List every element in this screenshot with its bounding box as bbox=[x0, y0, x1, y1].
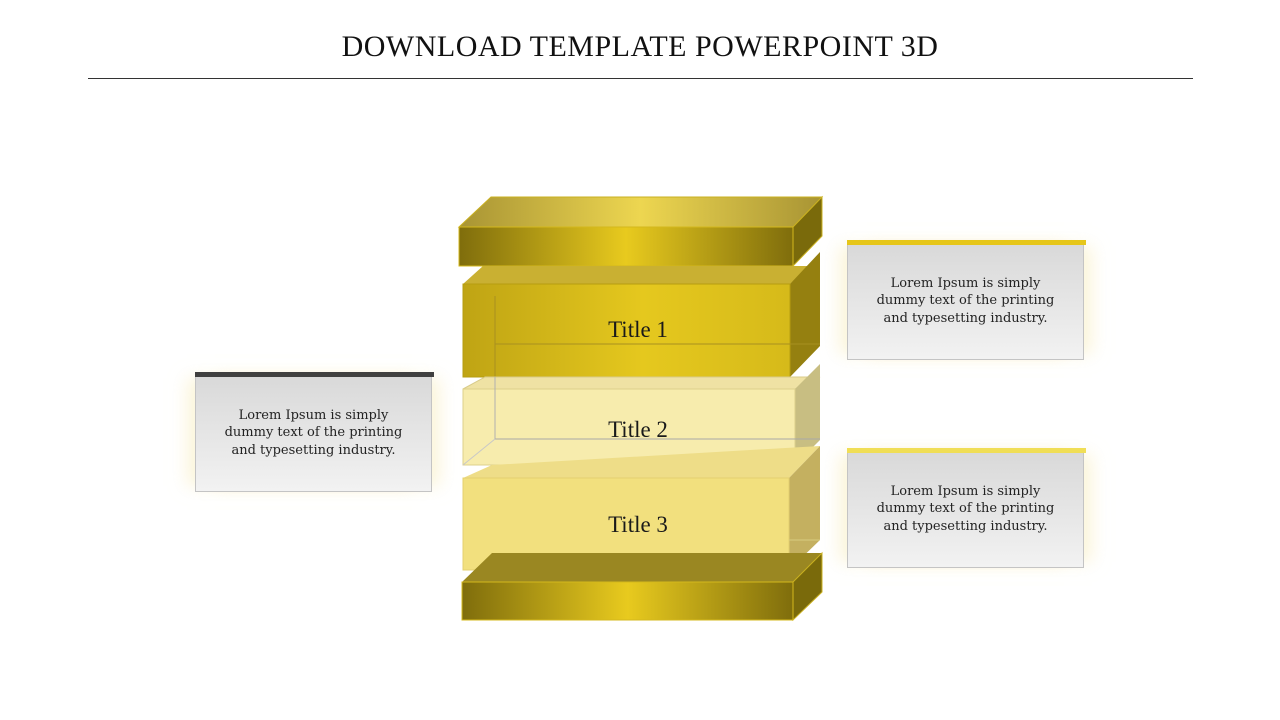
box-3-top-face bbox=[463, 446, 820, 478]
box-2-title: Title 2 bbox=[608, 417, 668, 442]
box-1-title: Title 1 bbox=[608, 317, 668, 342]
box-title-1 bbox=[462, 252, 820, 378]
box-2-top-face bbox=[462, 376, 821, 390]
bottom-slab-front-face bbox=[461, 581, 794, 621]
box-3-title: Title 3 bbox=[608, 512, 668, 537]
right-bottom-card-text: Lorem Ipsum is simply dummy text of the … bbox=[876, 483, 1055, 534]
box-3-side-face bbox=[789, 446, 820, 570]
right-top-card-text: Lorem Ipsum is simply dummy text of the … bbox=[876, 275, 1055, 326]
left-text-card: Lorem Ipsum is simply dummy text of the … bbox=[195, 372, 434, 492]
top-slab-top-face bbox=[457, 196, 824, 228]
box-title-3 bbox=[462, 446, 820, 571]
right-bottom-card-accent-bar bbox=[847, 448, 1086, 453]
left-card-text: Lorem Ipsum is simply dummy text of the … bbox=[224, 407, 403, 458]
slide-title: DOWNLOAD TEMPLATE POWERPOINT 3D bbox=[341, 30, 939, 63]
bottom-slab-top-face bbox=[462, 553, 822, 582]
box-1-top-face bbox=[463, 266, 810, 284]
left-card-accent-bar bbox=[195, 372, 434, 377]
right-top-text-card: Lorem Ipsum is simply dummy text of the … bbox=[847, 240, 1086, 360]
bottom-slab bbox=[461, 551, 823, 622]
right-bottom-text-card: Lorem Ipsum is simply dummy text of the … bbox=[847, 448, 1086, 568]
title-divider bbox=[88, 78, 1193, 79]
top-slab bbox=[457, 195, 824, 268]
box-2-diagonal-edge bbox=[462, 438, 496, 466]
box-2-side-face bbox=[795, 364, 820, 465]
right-top-card-accent-bar bbox=[847, 240, 1086, 245]
top-slab-front-face bbox=[458, 226, 794, 267]
box-1-side-face bbox=[790, 252, 820, 377]
